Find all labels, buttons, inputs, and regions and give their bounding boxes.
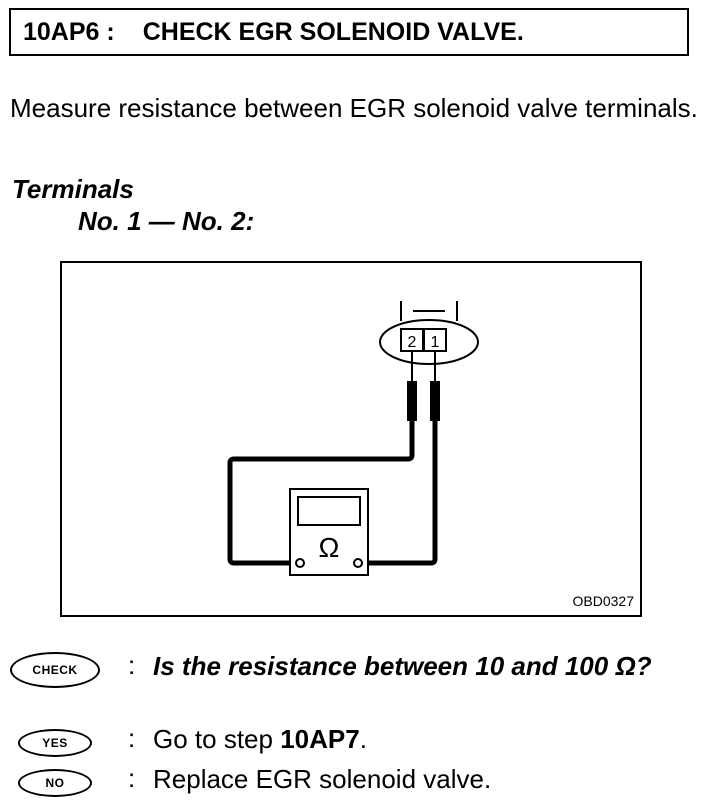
check-question: Is the resistance between 10 and 100 Ω? — [153, 651, 652, 681]
lead-to-terminal-1 — [360, 421, 438, 566]
wiring-diagram: 2 1 Ω — [227, 301, 479, 576]
yes-prefix: Go to step — [153, 724, 281, 754]
ohmmeter: Ω — [289, 488, 369, 576]
meter-jack-left — [295, 558, 305, 568]
pin-2-label: 2 — [408, 334, 417, 351]
probe-1-grip — [430, 381, 440, 421]
meter-jack-right — [353, 558, 363, 568]
yes-colon: : — [128, 723, 136, 753]
terminal-pair: No. 1 — No. 2: — [78, 206, 255, 236]
meter-display — [297, 496, 361, 526]
check-row: CHECK : Is the resistance between 10 and… — [10, 650, 700, 716]
yes-action: Go to step 10AP7. — [153, 723, 703, 755]
no-row: NO : Replace EGR solenoid valve. — [10, 763, 700, 799]
figure-id: OBD0327 — [572, 593, 634, 609]
lead-to-terminal-2 — [227, 421, 415, 566]
check-badge: CHECK — [10, 652, 100, 688]
next-step-ref: 10AP7 — [280, 724, 360, 754]
wiring-figure: 2 1 Ω OBD0327 — [60, 261, 642, 617]
probe-2-grip — [407, 381, 417, 421]
ohm-symbol: Ω — [319, 532, 340, 563]
no-action: Replace EGR solenoid valve. — [153, 764, 492, 794]
pin-1-label: 1 — [431, 334, 440, 351]
terminals-heading: Terminals — [12, 174, 134, 204]
test-leads — [227, 421, 438, 566]
connector: 2 1 — [379, 301, 479, 365]
check-colon: : — [128, 650, 136, 680]
yes-row: YES : Go to step 10AP7. — [10, 723, 700, 759]
step-title: CHECK EGR SOLENOID VALVE. — [142, 17, 524, 46]
instruction-text: Measure resistance between EGR solenoid … — [10, 93, 698, 123]
step-code: 10AP6 : — [23, 17, 115, 46]
page-header: 10AP6 : CHECK EGR SOLENOID VALVE. — [9, 8, 689, 56]
yes-suffix: . — [359, 724, 367, 754]
no-colon: : — [128, 763, 136, 793]
yes-badge: YES — [18, 729, 92, 757]
test-probes — [407, 351, 440, 421]
no-badge: NO — [18, 769, 92, 797]
